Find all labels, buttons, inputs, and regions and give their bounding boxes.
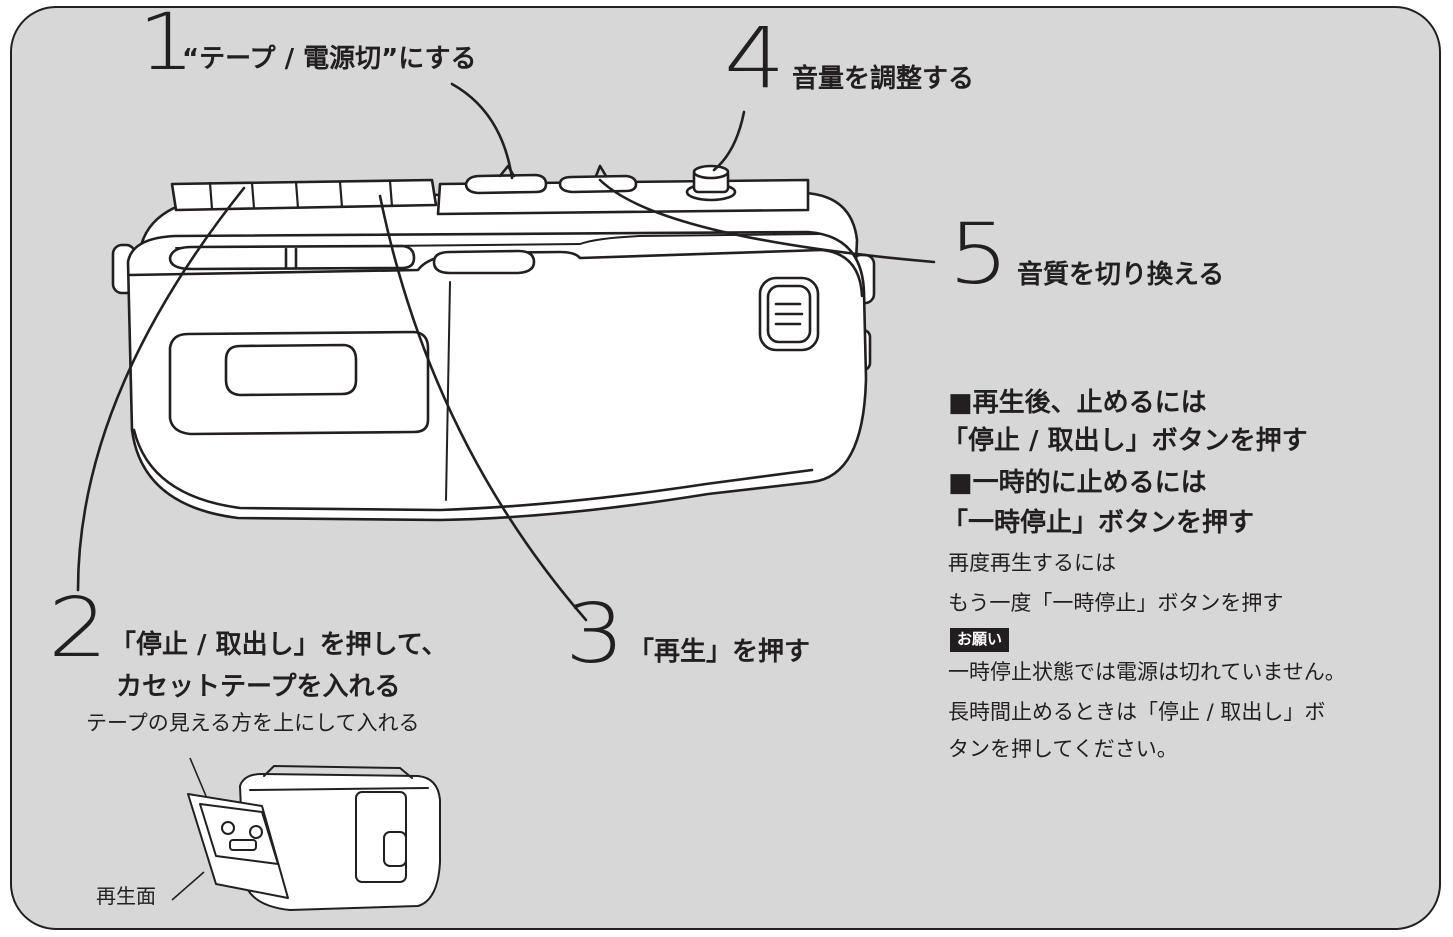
inset-body xyxy=(239,773,441,911)
key-row xyxy=(170,178,438,212)
step-5-label: 音質を切り換える xyxy=(1017,260,1225,290)
stop-heading: ■再生後、止めるには xyxy=(948,388,1207,418)
step-number-5: 5 xyxy=(948,205,1010,303)
cassette-window xyxy=(224,343,358,397)
inset-speaker xyxy=(383,831,407,867)
resume-line-2: もう一度「一時停止」ボタンを押す xyxy=(948,591,1284,615)
volume-knob-top xyxy=(692,164,730,180)
inset-door-open-illustration xyxy=(187,765,441,911)
leader-step-4 xyxy=(712,110,746,172)
resume-line-1: 再度再生するには xyxy=(948,551,1116,575)
step-number-4: 4 xyxy=(724,9,786,107)
leader-step-2 xyxy=(76,186,246,592)
leader-step-1 xyxy=(450,82,514,180)
step-1-label: “テープ / 電源切”にする xyxy=(182,44,477,74)
cassette-player-illustration xyxy=(111,164,876,522)
request-line-1: 一時停止状態では電源は切れていません。 xyxy=(948,660,1346,684)
pause-action: 「一時停止」ボタンを押す xyxy=(942,508,1255,538)
inset-leader-top xyxy=(189,757,207,797)
tone-switch xyxy=(558,174,638,194)
leader-step-3 xyxy=(378,194,588,622)
function-switch xyxy=(464,173,548,195)
step-4-label: 音量を調整する xyxy=(792,64,975,94)
inset-label: 再生面 xyxy=(96,884,156,908)
inset-cassette xyxy=(199,803,279,865)
step-3-label: 「再生」を押す xyxy=(628,637,811,667)
request-line-3: タンを押してください。 xyxy=(948,737,1178,761)
step-2-label: 「停止 / 取出し」を押して、 xyxy=(110,630,448,660)
request-line-2: 長時間止めるときは「停止 / 取出し」ボ xyxy=(948,700,1326,724)
top-slot-right xyxy=(432,249,536,275)
leader-lines xyxy=(76,82,936,622)
step-number-3: 3 xyxy=(565,587,625,682)
stop-action: 「停止 / 取出し」ボタンを押す xyxy=(942,426,1308,456)
step-number-2: 2 xyxy=(48,581,108,676)
inset-label-leader xyxy=(171,871,205,901)
leader-step-5 xyxy=(598,178,936,264)
step-2-note: テープの見える方を上にして入れる xyxy=(86,711,420,735)
player-body xyxy=(126,230,868,522)
key-dividers xyxy=(208,179,394,211)
request-badge: お願い xyxy=(950,628,1010,652)
pause-heading: ■一時的に止めるには xyxy=(948,468,1207,498)
step-2-label-line2: カセットテープを入れる xyxy=(116,672,401,702)
step-number-1: 1 xyxy=(138,0,196,88)
top-slot xyxy=(168,244,416,271)
